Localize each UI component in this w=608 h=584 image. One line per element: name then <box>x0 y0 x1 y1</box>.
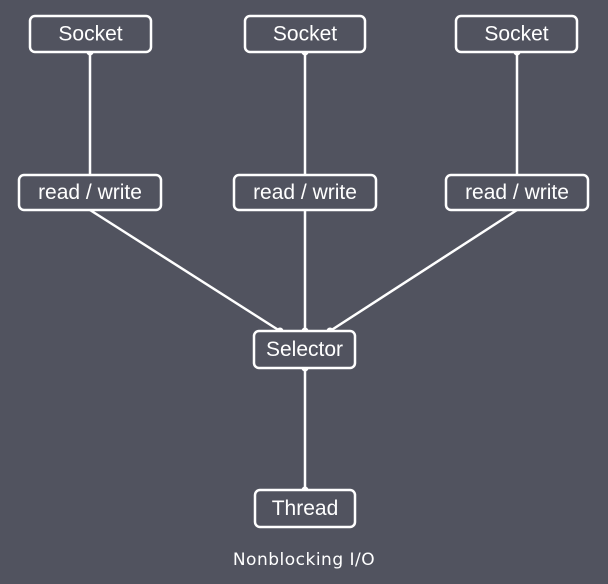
read-write-node-2: read / write <box>232 173 378 212</box>
socket-label: Socket <box>484 23 548 46</box>
socket-label: Socket <box>273 23 337 46</box>
edge-read-write-3-to-selector <box>329 208 518 333</box>
thread-node: Thread <box>253 488 357 529</box>
read-write-label: read / write <box>465 181 569 204</box>
thread-label: Thread <box>272 497 339 520</box>
read-write-label: read / write <box>253 181 357 204</box>
socket-node-2: Socket <box>243 14 367 54</box>
socket-label: Socket <box>58 23 122 46</box>
read-write-label: read / write <box>38 181 142 204</box>
read-write-node-3: read / write <box>444 173 590 212</box>
socket-node-3: Socket <box>454 14 579 54</box>
selector-label: Selector <box>266 338 343 361</box>
selector-node: Selector <box>252 329 357 370</box>
read-write-node-1: read / write <box>17 173 163 212</box>
diagram-caption: Nonblocking I/O <box>232 550 376 570</box>
socket-node-1: Socket <box>28 14 153 54</box>
edge-read-write-1-to-selector <box>89 208 281 333</box>
